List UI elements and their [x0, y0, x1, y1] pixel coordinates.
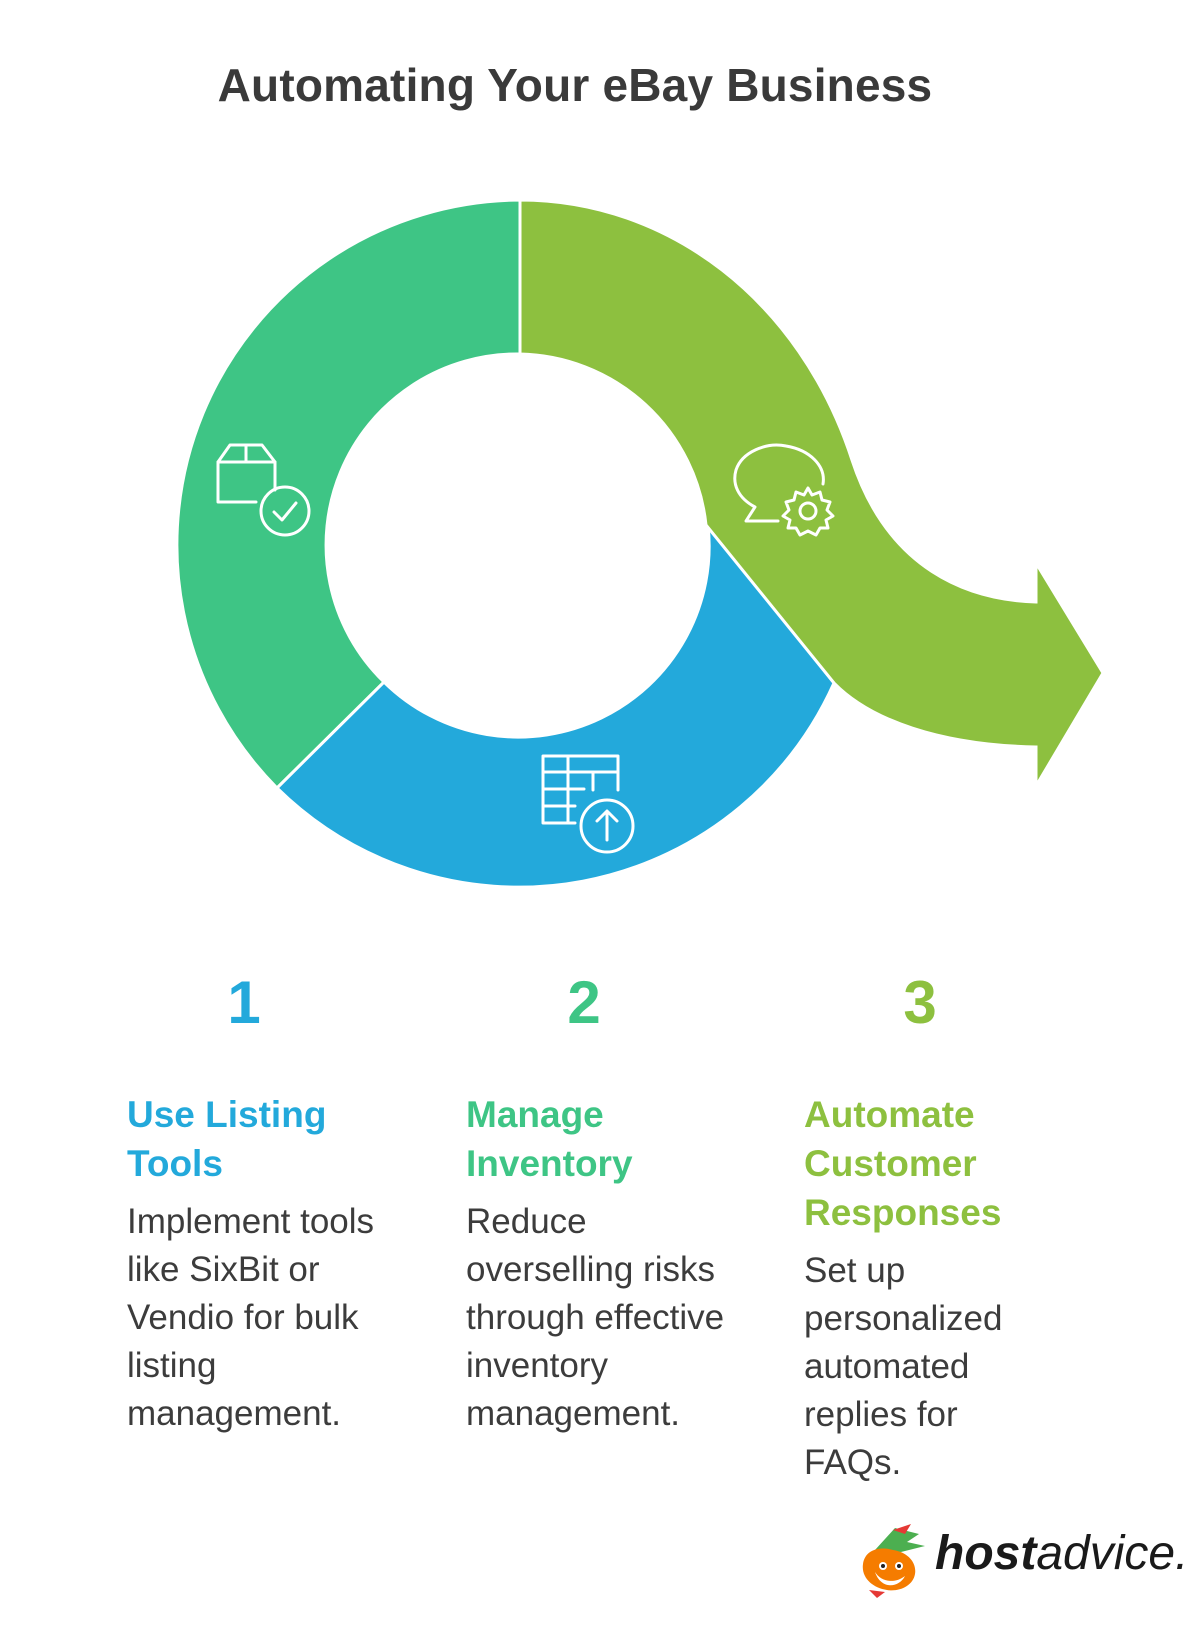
- step-title-3: Automate Customer Responses: [804, 1090, 1104, 1237]
- step-description-1: Implement tools like SixBit or Vendio fo…: [127, 1202, 375, 1433]
- fox-mascot-icon: [862, 1524, 925, 1598]
- step-title-3-line-2: Customer: [804, 1143, 977, 1184]
- chat-gear-icon: [733, 443, 835, 537]
- step-title-2: Manage Inventory: [466, 1090, 766, 1188]
- step-title-3-line-3: Responses: [804, 1192, 1002, 1233]
- hostadvice-logo: hostadvice.: [855, 1520, 1188, 1600]
- step-column-1: Use Listing Tools Implement tools like S…: [127, 1090, 427, 1438]
- step-title-2-line-1: Manage: [466, 1094, 604, 1135]
- page-title: Automating Your eBay Business: [217, 59, 933, 111]
- package-check-icon: [216, 443, 311, 537]
- step-title-3-line-1: Automate: [804, 1094, 975, 1135]
- spreadsheet-upload-icon: [541, 754, 635, 854]
- step-column-2: Manage Inventory Reduce overselling risk…: [466, 1090, 766, 1438]
- step-number-2: 2: [567, 969, 601, 1036]
- step-description-3: Set up personalized automated replies fo…: [804, 1251, 1003, 1482]
- step-title-1-line-2: Tools: [127, 1143, 223, 1184]
- step-number-1: 1: [227, 969, 261, 1036]
- step-description-2: Reduce overselling risks through effecti…: [466, 1202, 725, 1433]
- step-column-3: Automate Customer Responses Set up perso…: [804, 1090, 1104, 1487]
- step-title-2-line-2: Inventory: [466, 1143, 633, 1184]
- step-title-1-line-1: Use Listing: [127, 1094, 327, 1135]
- logo-text-light: advice.: [1036, 1527, 1189, 1580]
- logo-text-bold: host: [935, 1527, 1037, 1580]
- step-title-1: Use Listing Tools: [127, 1090, 427, 1188]
- step-number-3: 3: [903, 969, 937, 1036]
- logo-text: hostadvice.: [935, 1526, 1188, 1581]
- segment-listing-tools: [175, 198, 522, 791]
- cycle-diagram: [175, 198, 1105, 889]
